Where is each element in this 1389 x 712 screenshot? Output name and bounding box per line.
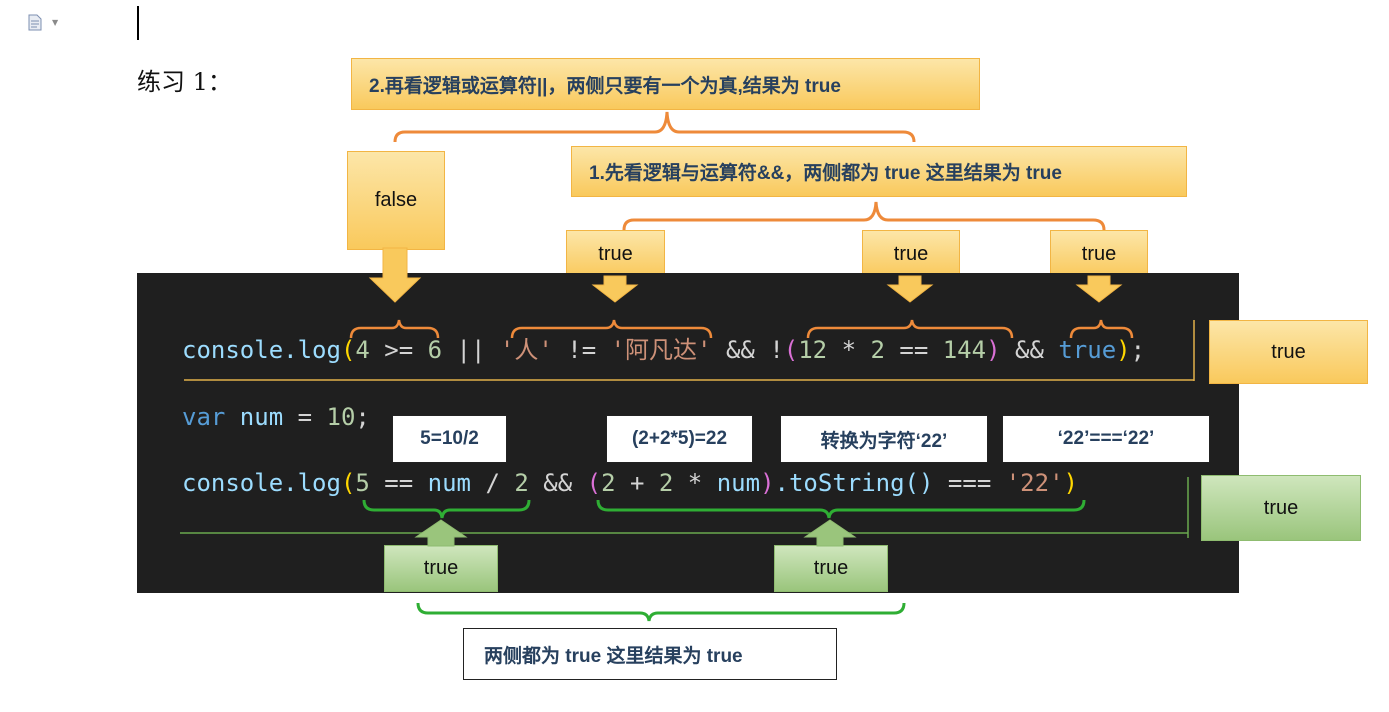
- step-compare-box: ‘22’===‘22’: [1002, 415, 1210, 463]
- and-brace: [622, 201, 1106, 231]
- code-token: 2: [514, 469, 529, 497]
- code-token: ==: [369, 469, 428, 497]
- code-token: ): [1116, 336, 1131, 364]
- document-icon[interactable]: [28, 14, 42, 31]
- code-token: 2: [870, 336, 885, 364]
- code-token: ;: [355, 403, 370, 431]
- code-token: ||: [442, 336, 500, 364]
- code-token: ): [760, 469, 775, 497]
- code-token: 10: [326, 403, 356, 431]
- step-division-box: 5=10/2: [392, 415, 507, 463]
- code-line-1: console.log(4 >= 6 || '人' != '阿凡达' && !(…: [182, 335, 1145, 365]
- true-callout-not-expression: true: [862, 230, 960, 278]
- exercise-title: 练习 1：: [137, 68, 232, 96]
- code-token: &&: [528, 469, 587, 497]
- chevron-down-icon[interactable]: ▼: [52, 18, 59, 27]
- code-token: !=: [552, 336, 611, 364]
- code-token: 12: [798, 336, 828, 364]
- code-token: *: [673, 469, 717, 497]
- true-callout-string-compare: true: [566, 230, 665, 278]
- line3-result-box: true: [1201, 475, 1361, 541]
- code-token: var: [182, 403, 226, 431]
- line1-result-box: true: [1209, 320, 1368, 384]
- and-operator-note: 1.先看逻辑与运算符&&，两侧都为 true 这里结果为 true: [571, 146, 1187, 197]
- code-token: 5: [355, 469, 370, 497]
- or-operator-note: 2.再看逻辑或运算符||，两侧只要有一个为真,结果为 true: [351, 58, 980, 110]
- code-token: ==: [884, 336, 943, 364]
- code-token: '阿凡达': [610, 336, 712, 364]
- code-token: && !: [711, 336, 784, 364]
- or-brace: [393, 111, 916, 143]
- code-token: (: [586, 469, 602, 497]
- code-token: ===: [933, 469, 1006, 497]
- code-token: 2: [658, 469, 674, 497]
- code-token: '22': [1005, 469, 1064, 497]
- code-line-3: console.log(5 == num / 2 && (2 + 2 * num…: [182, 468, 1078, 498]
- code-token: num: [716, 469, 761, 497]
- both-true-note: 两侧都为 true 这里结果为 true: [463, 628, 837, 680]
- code-token: *: [827, 336, 871, 364]
- code-token: 6: [427, 336, 443, 364]
- code-token: true: [1058, 336, 1117, 364]
- code-token: .toString(): [774, 469, 934, 497]
- code-token: 4: [355, 336, 370, 364]
- code-token: ;: [1130, 336, 1146, 364]
- code-token: (: [340, 469, 356, 497]
- code-token: ): [986, 336, 1001, 364]
- green-true-left: true: [384, 545, 498, 592]
- code-token: +: [615, 469, 659, 497]
- false-callout: false: [347, 151, 445, 250]
- code-token: &&: [1000, 336, 1059, 364]
- code-token: =: [283, 403, 327, 431]
- code-token: console.log: [182, 336, 341, 364]
- step-calculation-box: (2+2*5)=22: [606, 415, 753, 463]
- code-token: (: [783, 336, 799, 364]
- code-token: 2: [601, 469, 616, 497]
- code-token: '人': [499, 336, 553, 364]
- text-cursor: [137, 6, 139, 40]
- code-token: console.log: [182, 469, 341, 497]
- code-token: /: [471, 469, 515, 497]
- step-convert-box: 转换为字符‘22’: [780, 415, 988, 463]
- code-token: num: [225, 403, 284, 431]
- code-token: ): [1063, 469, 1078, 497]
- code-token: num: [427, 469, 472, 497]
- green-true-right: true: [774, 545, 888, 592]
- code-line-2: var num = 10;: [182, 402, 370, 432]
- true-callout-literal: true: [1050, 230, 1148, 278]
- code-token: (: [340, 336, 356, 364]
- code-token: 144: [942, 336, 987, 364]
- brace-green-bottom: [416, 602, 906, 622]
- code-token: >=: [369, 336, 428, 364]
